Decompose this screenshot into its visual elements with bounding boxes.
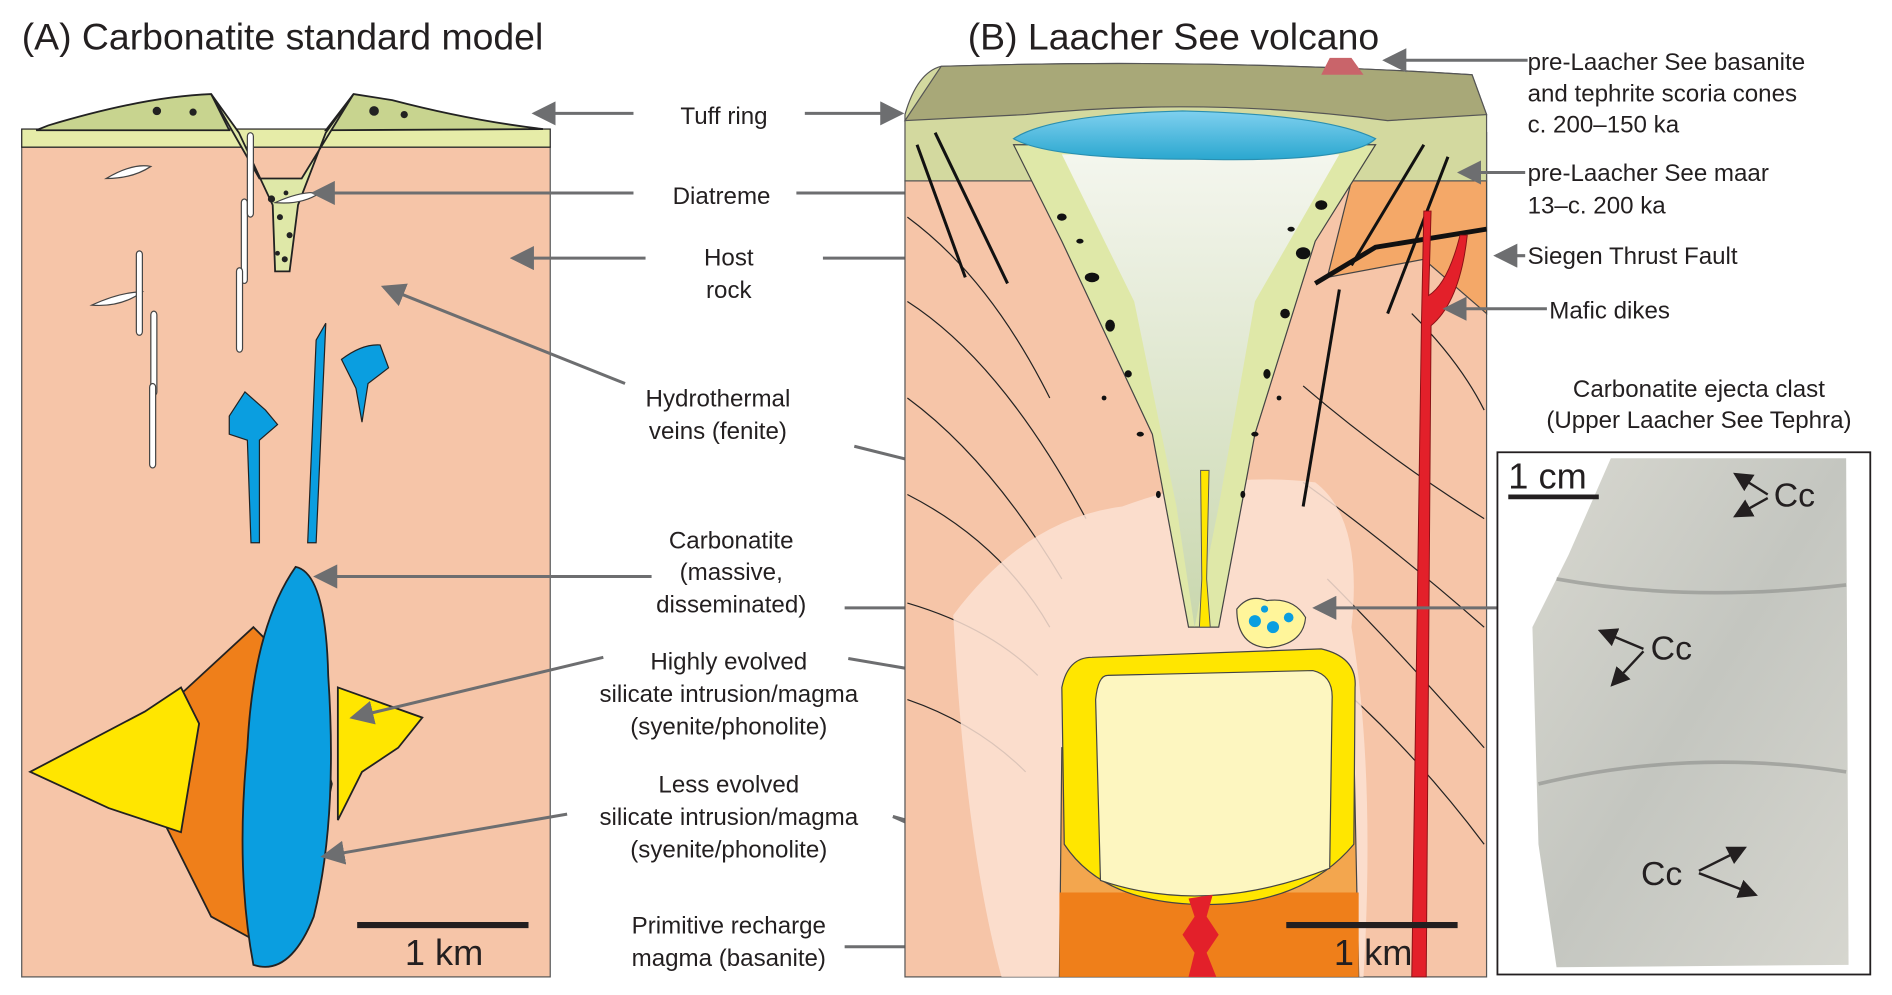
ejecta-clast-photo: 1 cm Cc Cc Cc xyxy=(1496,451,1872,976)
photo-scale-label: 1 cm xyxy=(1508,455,1586,496)
lake xyxy=(1012,110,1377,161)
label-scoria-2: and tephrite scoria cones xyxy=(1528,80,1797,107)
label-carbonatite-3: disseminated) xyxy=(656,592,806,619)
label-scoria-1: pre-Laacher See basanite xyxy=(1528,49,1806,76)
label-ejecta-1: Carbonatite ejecta clast xyxy=(1573,376,1825,403)
cc-label-3: Cc xyxy=(1641,855,1682,893)
label-primitive-1: Primitive recharge xyxy=(632,912,826,939)
crater-cone xyxy=(1061,154,1340,628)
scoria-cone xyxy=(1321,57,1364,75)
center-labels: Tuff ring Diatreme Host rock Hydrotherma… xyxy=(310,101,1234,972)
cc-label-1: Cc xyxy=(1774,477,1815,515)
siegen-fault xyxy=(1313,226,1487,286)
mafic-dike xyxy=(1411,210,1468,978)
vein-a xyxy=(307,322,327,544)
label-tuff-ring: Tuff ring xyxy=(680,103,767,130)
label-siegen-fault: Siegen Thrust Fault xyxy=(1528,243,1738,270)
scale-label-a: 1 km xyxy=(405,932,483,973)
label-veins-2: veins (fenite) xyxy=(649,418,787,445)
label-primitive-2: magma (basanite) xyxy=(632,945,826,972)
label-maar-2: 13–c. 200 ka xyxy=(1528,192,1667,219)
label-less-evolved-1: Less evolved xyxy=(658,771,799,798)
highly-evolved-a xyxy=(28,686,424,834)
tuff-layer-a xyxy=(21,128,551,148)
feeder-conduit xyxy=(1198,469,1211,628)
diatreme-a xyxy=(210,93,355,273)
label-less-evolved-3: (syenite/phonolite) xyxy=(630,837,827,864)
label-highly-evolved-1: Highly evolved xyxy=(650,648,807,675)
label-diatreme: Diatreme xyxy=(673,183,771,210)
label-ejecta-2: (Upper Laacher See Tephra) xyxy=(1546,407,1851,434)
magma-chamber-inner xyxy=(1095,669,1333,897)
breccia-clasts xyxy=(1057,200,1328,499)
label-mafic-dikes: Mafic dikes xyxy=(1549,297,1670,324)
primitive-magma xyxy=(1182,894,1219,977)
label-carbonatite-1: Carbonatite xyxy=(669,528,794,555)
label-host-rock-2: rock xyxy=(706,277,753,304)
label-highly-evolved-3: (syenite/phonolite) xyxy=(630,713,827,740)
label-scoria-3: c. 200–150 ka xyxy=(1528,112,1680,139)
label-highly-evolved-2: silicate intrusion/magma xyxy=(599,681,858,708)
tuff-ring-left xyxy=(35,93,231,132)
label-veins-1: Hydrothermal xyxy=(646,385,791,412)
scale-label-b: 1 km xyxy=(1334,932,1412,973)
tuff-ring-right xyxy=(323,93,544,132)
panel-b-title: (B) Laacher See volcano xyxy=(968,15,1379,57)
label-host-rock-1: Host xyxy=(704,244,754,271)
panel-a: (A) Carbonatite standard model 1 km xyxy=(21,15,551,978)
label-less-evolved-2: silicate intrusion/magma xyxy=(599,804,858,831)
label-carbonatite-2: (massive, xyxy=(680,559,783,586)
panel-a-title: (A) Carbonatite standard model xyxy=(22,15,544,57)
cc-label-2: Cc xyxy=(1651,630,1692,668)
carbonatite-body-a xyxy=(241,565,332,968)
panel-b: (B) Laacher See volcano xyxy=(903,15,1872,978)
label-maar-1: pre-Laacher See maar xyxy=(1528,160,1769,187)
